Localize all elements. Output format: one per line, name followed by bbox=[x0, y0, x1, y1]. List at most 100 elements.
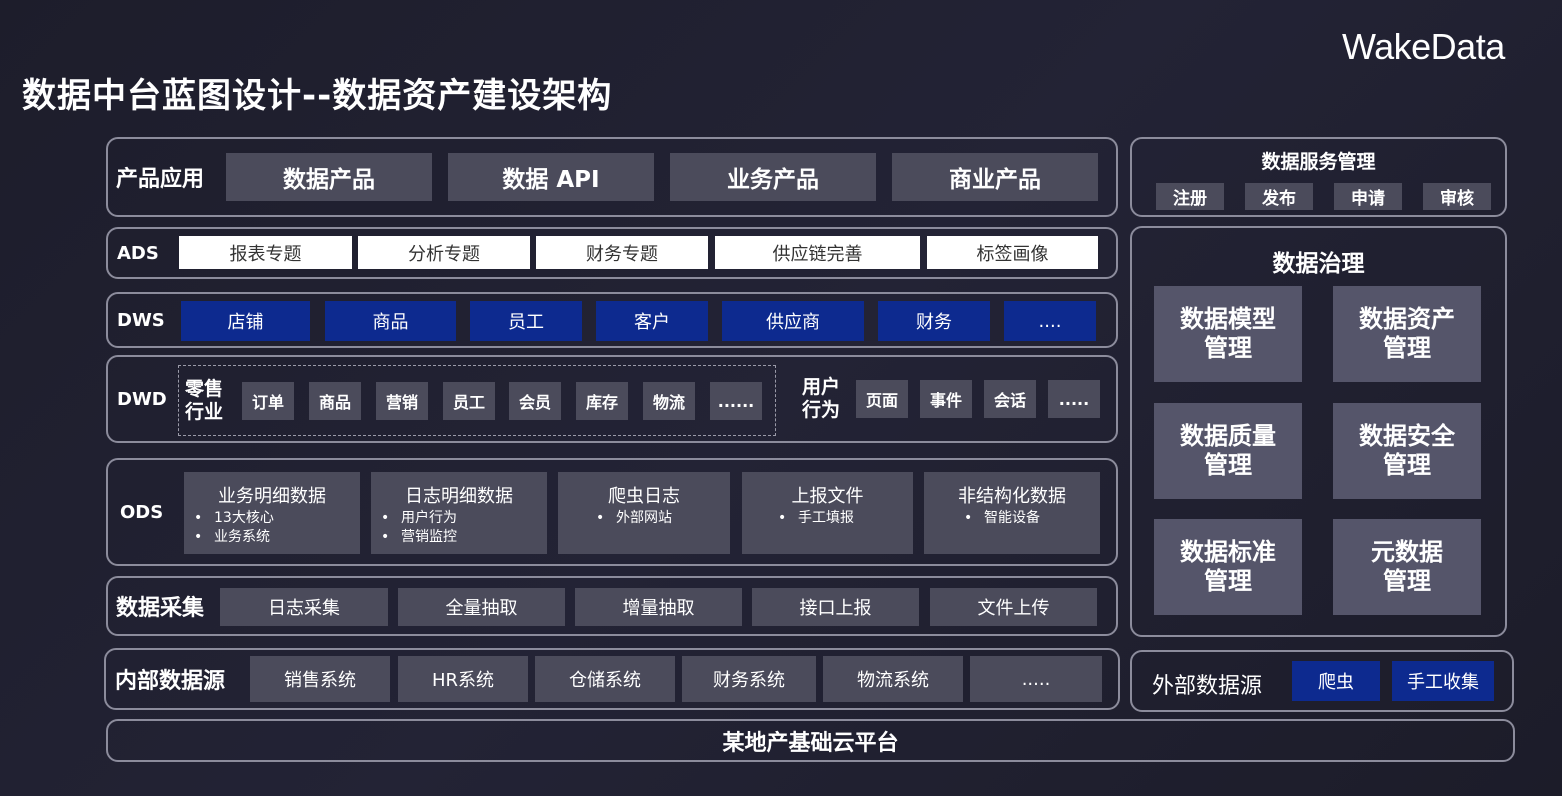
ads-item: 供应链完善 bbox=[715, 236, 920, 269]
retail-label-line: 零售 bbox=[185, 378, 224, 400]
product-app-label: 产品应用 bbox=[116, 167, 205, 192]
ods-item-bullet: 13大核心 bbox=[194, 509, 350, 528]
retail-item: 会员 bbox=[509, 382, 561, 420]
service-mgmt-item: 注册 bbox=[1156, 183, 1224, 210]
dws-item: 员工 bbox=[470, 301, 582, 341]
governance-item-line: 管理 bbox=[1204, 334, 1252, 362]
user-behavior-item: 会话 bbox=[984, 380, 1036, 418]
user-behavior-label: 用户 行为 bbox=[802, 376, 840, 422]
ods-item-bullet: 智能设备 bbox=[964, 509, 1090, 528]
retail-item: 订单 bbox=[242, 382, 294, 420]
cloud-platform-label: 某地产基础云平台 bbox=[722, 730, 899, 756]
governance-item: 数据资产管理 bbox=[1333, 286, 1481, 382]
collect-item: 文件上传 bbox=[930, 588, 1097, 626]
governance-panel: 数据治理 数据模型管理 数据资产管理 数据质量管理 数据安全管理 数据标准管理 … bbox=[1130, 226, 1507, 637]
ods-item-title: 业务明细数据 bbox=[218, 486, 326, 507]
service-mgmt-item: 审核 bbox=[1423, 183, 1491, 210]
governance-item-line: 管理 bbox=[1204, 567, 1252, 595]
internal-source-item: HR系统 bbox=[398, 656, 528, 702]
ods-item-title: 上报文件 bbox=[791, 486, 864, 507]
internal-source-item: ..... bbox=[970, 656, 1102, 702]
internal-source-item: 财务系统 bbox=[682, 656, 816, 702]
ods-item: 上报文件 手工填报 bbox=[742, 472, 913, 554]
ods-item-bullet: 营销监控 bbox=[381, 528, 537, 547]
internal-source-item: 销售系统 bbox=[250, 656, 390, 702]
ads-item: 标签画像 bbox=[927, 236, 1098, 269]
retail-item: 商品 bbox=[309, 382, 361, 420]
external-source-label: 外部数据源 bbox=[1152, 674, 1263, 699]
external-source-item: 手工收集 bbox=[1392, 661, 1494, 701]
user-behavior-item: 页面 bbox=[856, 380, 908, 418]
external-source-panel: 外部数据源 爬虫 手工收集 bbox=[1130, 650, 1514, 712]
product-app-item: 数据产品 bbox=[226, 153, 432, 201]
ods-item-title: 日志明细数据 bbox=[405, 486, 513, 507]
cloud-platform-panel: 某地产基础云平台 bbox=[106, 719, 1515, 762]
ods-item: 爬虫日志 外部网站 bbox=[558, 472, 730, 554]
retail-item: 员工 bbox=[443, 382, 495, 420]
ods-item-bullet: 外部网站 bbox=[596, 509, 720, 528]
collect-label: 数据采集 bbox=[116, 596, 205, 621]
ads-panel: ADS 报表专题 分析专题 财务专题 供应链完善 标签画像 bbox=[106, 227, 1118, 279]
service-mgmt-item: 申请 bbox=[1334, 183, 1402, 210]
collect-item: 接口上报 bbox=[752, 588, 919, 626]
dws-item: 供应商 bbox=[722, 301, 864, 341]
governance-item-line: 管理 bbox=[1383, 567, 1431, 595]
retail-label: 零售 行业 bbox=[185, 378, 223, 424]
page-title: 数据中台蓝图设计--数据资产建设架构 bbox=[22, 76, 613, 116]
retail-label-line: 行业 bbox=[185, 401, 224, 423]
governance-label: 数据治理 bbox=[1272, 251, 1365, 277]
service-mgmt-item: 发布 bbox=[1245, 183, 1313, 210]
ods-item: 业务明细数据 13大核心 业务系统 bbox=[184, 472, 360, 554]
collect-panel: 数据采集 日志采集 全量抽取 增量抽取 接口上报 文件上传 bbox=[106, 576, 1118, 636]
service-mgmt-label: 数据服务管理 bbox=[1261, 151, 1376, 173]
retail-item: 库存 bbox=[576, 382, 628, 420]
ods-item: 日志明细数据 用户行为 营销监控 bbox=[371, 472, 547, 554]
dws-panel: DWS 店铺 商品 员工 客户 供应商 财务 .... bbox=[106, 292, 1118, 348]
internal-source-item: 物流系统 bbox=[823, 656, 963, 702]
ads-item: 分析专题 bbox=[358, 236, 530, 269]
governance-item-line: 数据标准 bbox=[1180, 538, 1276, 566]
governance-item-line: 数据资产 bbox=[1359, 305, 1455, 333]
dws-item: 商品 bbox=[325, 301, 456, 341]
governance-item-line: 数据模型 bbox=[1180, 305, 1276, 333]
external-source-item: 爬虫 bbox=[1292, 661, 1380, 701]
retail-item: 物流 bbox=[643, 382, 695, 420]
governance-item-line: 元数据 bbox=[1371, 538, 1443, 566]
internal-source-panel: 内部数据源 销售系统 HR系统 仓储系统 财务系统 物流系统 ..... bbox=[104, 648, 1120, 710]
governance-item: 数据安全管理 bbox=[1333, 403, 1481, 499]
product-app-panel: 产品应用 数据产品 数据 API 业务产品 商业产品 bbox=[106, 137, 1118, 217]
collect-item: 全量抽取 bbox=[398, 588, 565, 626]
governance-item-line: 数据质量 bbox=[1180, 422, 1276, 450]
governance-item-line: 管理 bbox=[1383, 334, 1431, 362]
governance-item: 数据标准管理 bbox=[1154, 519, 1302, 615]
governance-item: 数据质量管理 bbox=[1154, 403, 1302, 499]
governance-item: 元数据管理 bbox=[1333, 519, 1481, 615]
retail-group: 零售 行业 订单 商品 营销 员工 会员 库存 物流 ...... bbox=[178, 365, 776, 436]
ads-item: 报表专题 bbox=[179, 236, 352, 269]
retail-item: 营销 bbox=[376, 382, 428, 420]
dwd-panel: DWD 零售 行业 订单 商品 营销 员工 会员 库存 物流 ...... 用户… bbox=[106, 355, 1118, 443]
ods-item-bullet: 手工填报 bbox=[778, 509, 903, 528]
ods-item-title: 非结构化数据 bbox=[958, 486, 1066, 507]
collect-item: 日志采集 bbox=[220, 588, 388, 626]
ods-panel: ODS 业务明细数据 13大核心 业务系统 日志明细数据 用户行为 营销监控 爬… bbox=[106, 458, 1118, 566]
ods-item-bullet: 用户行为 bbox=[381, 509, 537, 528]
governance-item: 数据模型管理 bbox=[1154, 286, 1302, 382]
dws-item: 客户 bbox=[596, 301, 708, 341]
governance-item-line: 管理 bbox=[1383, 451, 1431, 479]
user-behavior-label-line: 用户 bbox=[802, 376, 841, 398]
wakedata-logo: WakeData bbox=[1342, 26, 1505, 67]
ads-item: 财务专题 bbox=[536, 236, 708, 269]
dws-label: DWS bbox=[117, 309, 165, 331]
dws-item: .... bbox=[1004, 301, 1096, 341]
retail-item: ...... bbox=[710, 382, 762, 420]
product-app-item: 商业产品 bbox=[892, 153, 1098, 201]
ods-item-bullet: 业务系统 bbox=[194, 528, 350, 547]
internal-source-item: 仓储系统 bbox=[535, 656, 675, 702]
user-behavior-item: 事件 bbox=[920, 380, 972, 418]
ods-item-title: 爬虫日志 bbox=[608, 486, 680, 507]
collect-item: 增量抽取 bbox=[575, 588, 742, 626]
dws-item: 财务 bbox=[878, 301, 990, 341]
user-behavior-label-line: 行为 bbox=[802, 399, 841, 421]
user-behavior-item: ..... bbox=[1048, 380, 1100, 418]
